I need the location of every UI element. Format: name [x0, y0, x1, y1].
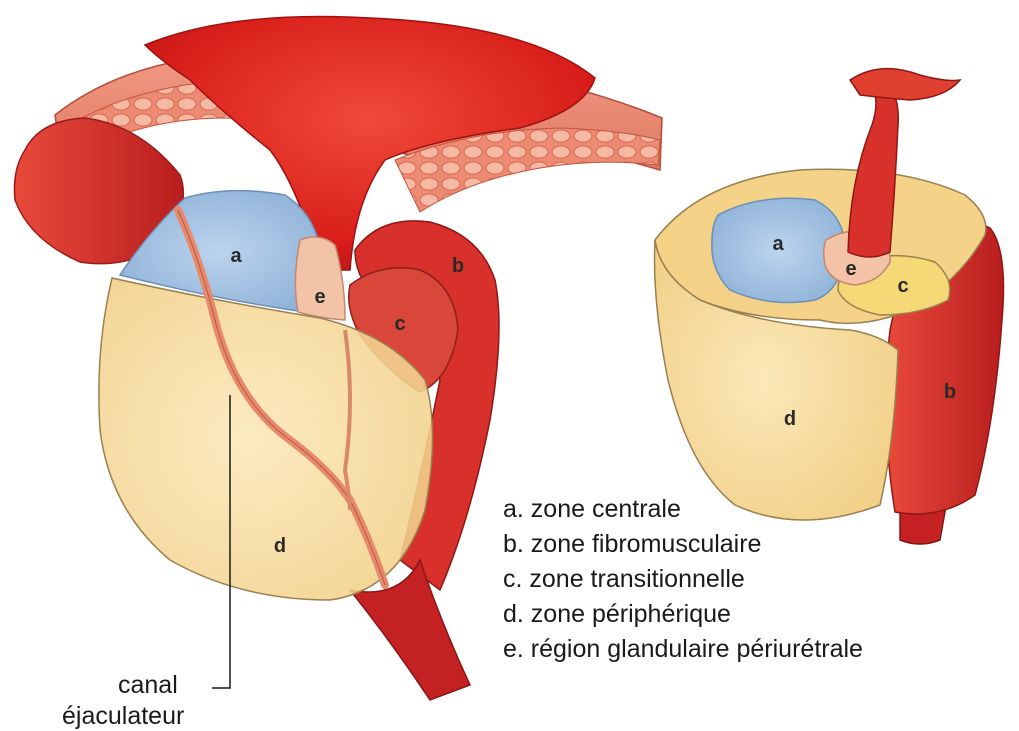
canal-label-line1: canal: [118, 671, 178, 700]
label-a-right: a: [772, 233, 784, 255]
legend-item-e: e. région glandulaire périurétrale: [503, 632, 863, 667]
label-c-left: c: [394, 313, 405, 335]
zone-legend: a. zone centrale b. zone fibromusculaire…: [503, 492, 863, 667]
legend-item-b: b. zone fibromusculaire: [503, 527, 863, 562]
label-b-left: b: [452, 255, 464, 277]
label-d-right: d: [784, 408, 796, 430]
legend-item-c: c. zone transitionnelle: [503, 562, 863, 597]
label-e-left: e: [314, 286, 325, 308]
legend-item-d: d. zone périphérique: [503, 597, 863, 632]
label-d-left: d: [274, 535, 286, 557]
legend-item-a: a. zone centrale: [503, 492, 863, 527]
label-a-left: a: [230, 245, 242, 267]
label-e-right: e: [845, 258, 856, 280]
label-b-right: b: [944, 381, 956, 403]
right-3d-view: a b c d e: [655, 69, 1004, 544]
label-c-right: c: [897, 275, 908, 297]
urethra-flare-right: [850, 69, 960, 100]
canal-label-line2: éjaculateur: [62, 702, 184, 731]
